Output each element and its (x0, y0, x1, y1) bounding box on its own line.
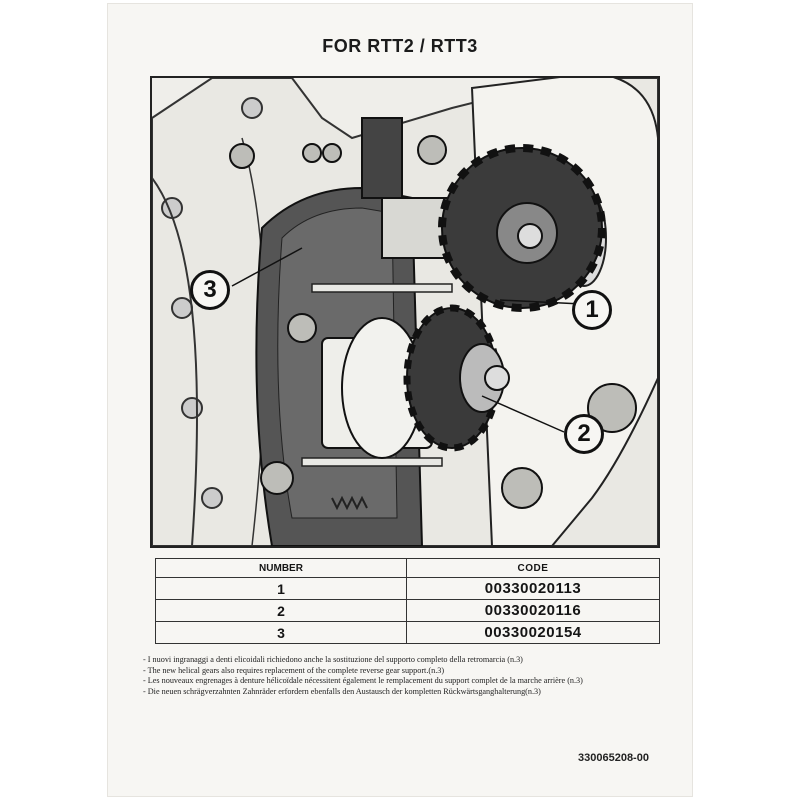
parts-table: NUMBER CODE 1 00330020113 2 00330020116 … (155, 558, 660, 644)
part-code-cell: 00330020154 (406, 621, 660, 644)
part-code-cell: 00330020113 (406, 577, 660, 600)
table-row: 1 00330020113 (155, 577, 660, 600)
callout-1: 1 (572, 290, 612, 330)
part-code-cell: 00330020116 (406, 599, 660, 622)
multilingual-notes: - I nuovi ingranaggi a denti elicoidali … (143, 655, 673, 697)
page-title: FOR RTT2 / RTT3 (322, 36, 478, 56)
callout-2: 2 (564, 414, 604, 454)
table-row: 2 00330020116 (155, 599, 660, 622)
callout-3: 3 (190, 270, 230, 310)
note-german: - Die neuen schrägverzahnten Zahnräder e… (143, 686, 541, 696)
gear-assembly-illustration: 1 2 3 (150, 76, 660, 548)
part-number-cell: 1 (155, 577, 407, 600)
document-code: 330065208-00 (578, 752, 649, 764)
note-english: - The new helical gears also requires re… (143, 665, 445, 675)
column-header-number: NUMBER (155, 558, 407, 578)
column-header-code: CODE (406, 558, 660, 578)
table-row: 3 00330020154 (155, 621, 660, 644)
gear-1-drawing (438, 144, 606, 312)
part-number-cell: 3 (155, 621, 407, 644)
table-header-row: NUMBER CODE (155, 558, 660, 578)
note-french: - Les nouveaux engrenages à denture héli… (143, 676, 583, 685)
part-number-cell: 2 (155, 599, 407, 622)
gear-2-drawing (403, 304, 510, 452)
gear-assembly-drawing (152, 78, 658, 546)
note-italian: - I nuovi ingranaggi a denti elicoidali … (143, 655, 523, 664)
